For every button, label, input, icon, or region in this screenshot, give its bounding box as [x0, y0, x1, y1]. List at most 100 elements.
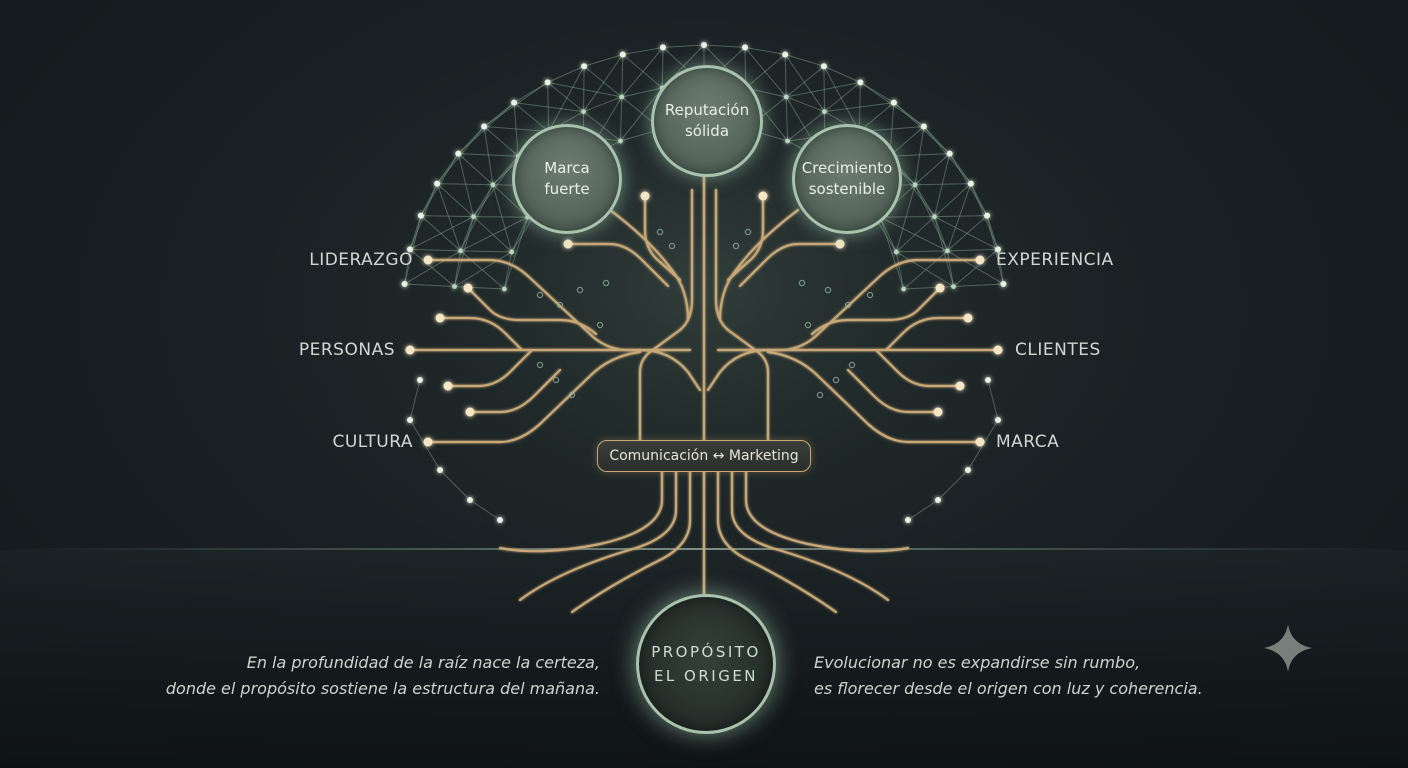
network-link: [454, 216, 475, 287]
label-experiencia: EXPERIENCIA: [996, 250, 1114, 270]
network-link: [824, 102, 894, 113]
quote-line: es florecer desde el origen con luz y co…: [814, 679, 1203, 698]
network-link: [547, 82, 550, 132]
network-link: [823, 66, 860, 132]
branch-line: [874, 348, 962, 388]
network-link: [621, 54, 624, 97]
network-node: [944, 248, 950, 254]
branch-line: [466, 286, 598, 336]
network-link: [823, 66, 825, 112]
network-link: [454, 286, 505, 290]
branch-line: [884, 316, 970, 352]
network-link: [824, 81, 861, 112]
terminal-node: [935, 283, 945, 293]
network-link: [454, 250, 462, 287]
network-node: [437, 467, 443, 473]
network-node: [901, 286, 907, 292]
circuit-pad: [536, 361, 544, 369]
network-link: [439, 469, 471, 501]
network-node: [511, 99, 518, 106]
network-link: [583, 54, 624, 112]
network-node: [455, 150, 462, 157]
network-link: [483, 126, 519, 157]
terminal-node: [933, 407, 943, 417]
branch-line-clientes: [706, 348, 1000, 392]
terminal-node: [423, 437, 433, 447]
network-node: [660, 44, 667, 51]
network-node: [407, 417, 413, 423]
branch-line-liderazgo: [426, 258, 692, 352]
network-link: [889, 153, 950, 157]
network-link: [513, 81, 548, 104]
network-link: [436, 153, 459, 184]
circuit-pad: [804, 321, 812, 329]
label-marca: MARCA: [996, 432, 1060, 452]
network-node: [618, 138, 623, 144]
network-link: [457, 153, 475, 217]
network-link: [548, 66, 585, 132]
network-link: [619, 96, 623, 142]
network-node: [905, 517, 911, 523]
terminal-node: [443, 381, 453, 391]
network-node: [581, 109, 586, 114]
network-link: [460, 250, 505, 290]
network-link: [933, 216, 954, 287]
network-node: [984, 212, 991, 219]
network-link: [896, 251, 954, 287]
root-line: [570, 468, 692, 614]
network-link: [986, 215, 999, 250]
network-link: [895, 216, 935, 253]
network-link: [469, 499, 501, 521]
root-line-1: PROPÓSITO: [651, 643, 761, 661]
network-node: [995, 246, 1002, 253]
circuit-pad: [602, 279, 610, 287]
network-node: [458, 248, 464, 254]
network-link: [785, 65, 825, 98]
network-link: [947, 248, 999, 252]
network-node: [893, 249, 899, 255]
network-link: [947, 215, 988, 252]
network-link: [583, 65, 623, 98]
circle-line: sostenible: [808, 180, 886, 198]
network-node: [1000, 280, 1007, 287]
network-link: [745, 54, 786, 89]
circuit-pad: [596, 321, 604, 329]
branch-line: [608, 208, 690, 322]
root-line: [744, 468, 910, 553]
network-node: [785, 138, 790, 144]
network-link: [484, 126, 549, 133]
circle-line: sólida: [684, 122, 730, 140]
network-link: [896, 250, 948, 253]
quote-left: En la profundidad de la raíz nace la cer…: [166, 650, 600, 702]
network-link: [903, 286, 954, 290]
branch-line: [468, 368, 562, 414]
network-link: [622, 46, 664, 56]
network-link: [503, 251, 513, 290]
circle-line: Crecimiento: [801, 159, 893, 177]
network-link: [420, 215, 461, 252]
terminal-nodes: [405, 163, 1003, 447]
circuit-pad: [536, 291, 544, 299]
network-node: [820, 63, 827, 70]
circle-crecimiento-sostenible: Crecimiento sostenible: [792, 124, 902, 234]
trunk-line: [638, 188, 694, 442]
branch-line: [738, 242, 842, 288]
network-link: [409, 216, 474, 250]
circuit-pads: [536, 228, 874, 399]
network-link: [513, 102, 519, 157]
network-link: [460, 250, 512, 253]
network-node: [452, 284, 457, 289]
network-link: [583, 66, 585, 112]
circuit-pad: [552, 376, 560, 384]
quote-line: En la profundidad de la raíz nace la cer…: [246, 653, 600, 672]
network-node: [406, 246, 413, 253]
network-link: [860, 81, 895, 104]
network-link: [483, 126, 494, 185]
network-link: [622, 54, 663, 89]
branch-line-experiencia: [716, 258, 982, 352]
circuit-pad: [824, 286, 832, 294]
network-link: [879, 216, 905, 290]
network-link: [744, 46, 786, 56]
network-link: [583, 111, 621, 142]
root-line: [518, 468, 678, 602]
